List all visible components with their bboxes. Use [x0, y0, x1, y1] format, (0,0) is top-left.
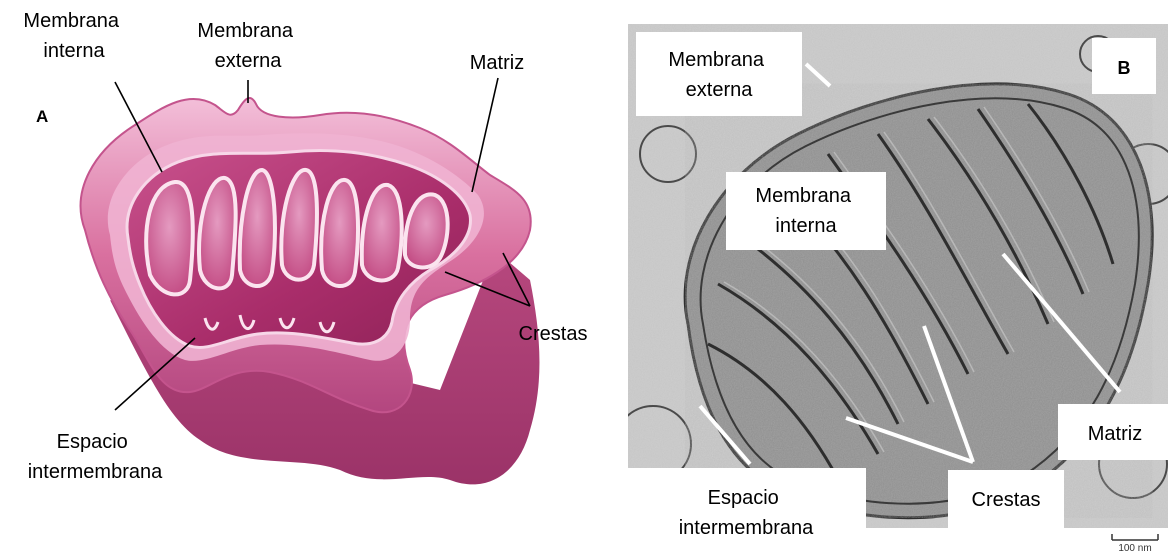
panel-a-letter: A: [36, 107, 48, 126]
label-b-intermembrane-space: Espacio intermembrana: [679, 487, 814, 539]
label-a-inner-membrane-line2: interna: [43, 40, 105, 62]
label-a-outer-membrane: Membrana externa: [197, 20, 298, 72]
scale-bar-label: 100 nm: [1118, 543, 1151, 553]
label-a-outer-membrane-line1: Membrana: [197, 20, 293, 42]
label-a-inner-membrane-line1: Membrana: [23, 10, 119, 32]
label-a-intermembrane-space: Espacio intermembrana: [28, 431, 163, 483]
label-b-intermembrane-line1: Espacio: [708, 487, 779, 509]
label-b-intermembrane-line2: intermembrana: [679, 517, 814, 539]
label-a-cristae: Crestas: [519, 323, 588, 345]
label-a-intermembrane-line1: Espacio: [57, 431, 128, 453]
label-a-inner-membrane: Membrana interna: [23, 10, 124, 62]
label-a-outer-membrane-line2: externa: [215, 50, 283, 72]
panel-b-bottom-overlay: Espacio intermembrana 100 nm: [628, 0, 1168, 553]
label-a-intermembrane-line2: intermembrana: [28, 461, 163, 483]
scale-bar: 100 nm: [1112, 534, 1158, 553]
panel-a-illustration: A Membrana interna Membrana externa Matr…: [0, 0, 620, 553]
mitochondrion-illustration-svg: A Membrana interna Membrana externa Matr…: [0, 0, 620, 553]
label-a-matrix: Matriz: [470, 52, 524, 74]
